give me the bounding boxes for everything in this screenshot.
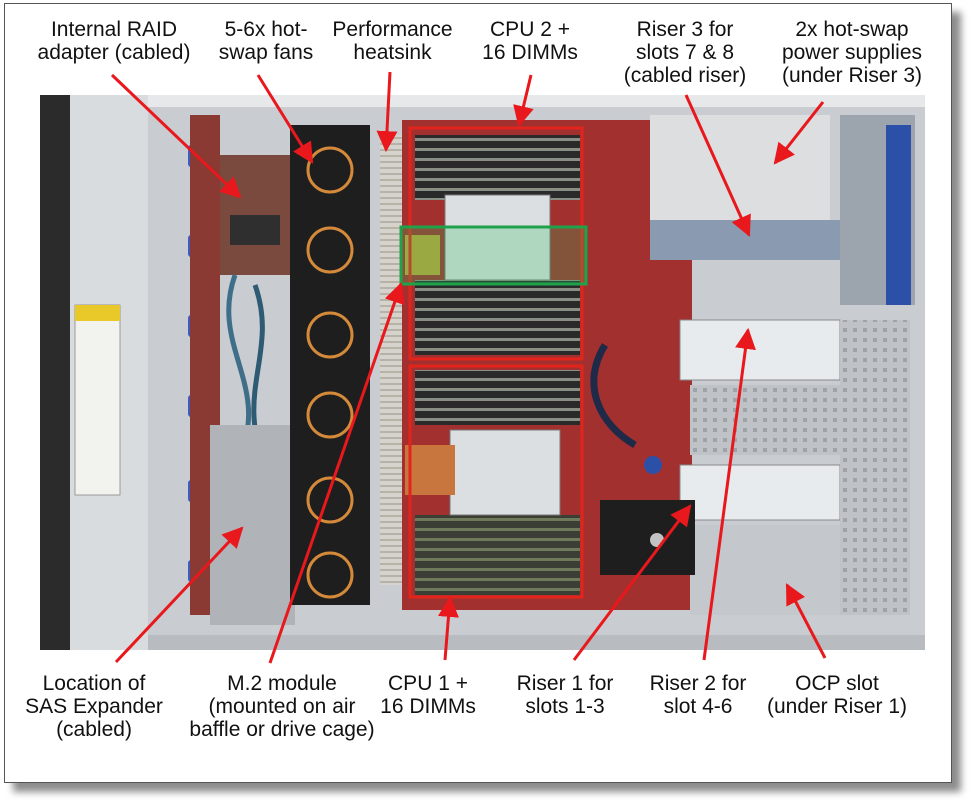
- dimms-cpu2-bottom: [415, 280, 580, 355]
- label-riser2: Riser 2 for slot 4-6: [649, 672, 747, 718]
- cpu2-heatsink: [444, 194, 551, 281]
- server-photo: [40, 95, 925, 650]
- label-ocp-slot: OCP slot (under Riser 1): [766, 672, 908, 718]
- label-cpu2: CPU 2 + 16 DIMMs: [482, 18, 578, 64]
- label-raid-adapter: Internal RAID adapter (cabled): [37, 18, 191, 64]
- riser1: [679, 464, 841, 521]
- label-fans: 5-6x hot- swap fans: [218, 18, 314, 64]
- dimms-cpu1-bottom: [415, 515, 580, 595]
- heatsink-fins: [380, 135, 402, 585]
- label-power-supplies: 2x hot-swap power supplies (under Riser …: [781, 18, 923, 87]
- dimms-cpu2-top: [415, 135, 580, 200]
- dimms-cpu1-top: [415, 370, 580, 425]
- label-cpu1: CPU 1 + 16 DIMMs: [380, 672, 476, 718]
- m2-module: [405, 235, 440, 275]
- front-bezel: [40, 95, 70, 650]
- label-sas-expander: Location of SAS Expander (cabled): [25, 672, 163, 741]
- power-supply: [650, 115, 830, 220]
- cpu1-heatsink: [449, 429, 561, 516]
- fan-wall: [290, 125, 370, 605]
- sas-expander-area: [210, 425, 295, 625]
- label-heatsink: Performance heatsink: [332, 18, 453, 64]
- ocp-area: [690, 525, 840, 615]
- label-m2-module: M.2 module (mounted on air baffle or dri…: [189, 672, 375, 741]
- riser2: [679, 319, 841, 381]
- label-riser1: Riser 1 for slots 1-3: [516, 672, 614, 718]
- label-riser3: Riser 3 for slots 7 & 8 (cabled riser): [623, 18, 747, 87]
